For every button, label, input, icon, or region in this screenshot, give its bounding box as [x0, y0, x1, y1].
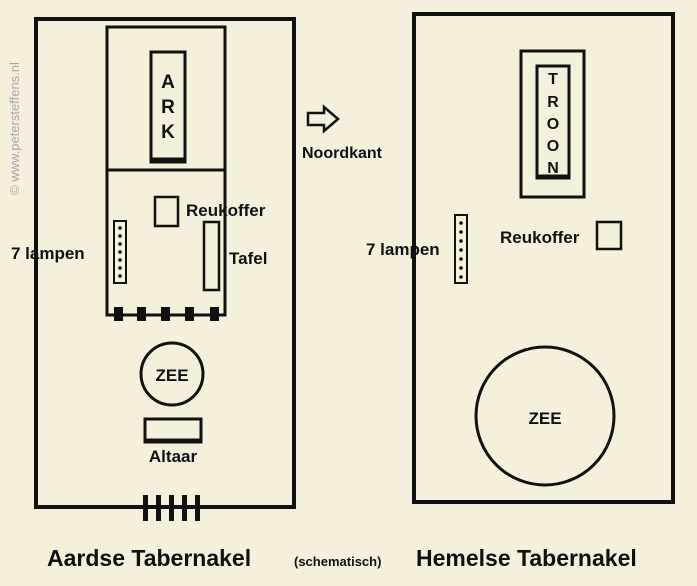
- earthly-lampstand: [113, 220, 127, 284]
- gate-post: [143, 495, 148, 521]
- lamp-dot: [459, 275, 463, 279]
- earthly-lamps-label: 7 lampen: [11, 244, 85, 263]
- lamp-dot: [118, 274, 122, 278]
- pillar: [185, 307, 194, 321]
- heavenly-sea-label: ZEE: [528, 409, 561, 428]
- heavenly-lamps: [459, 221, 463, 279]
- lamp-dot: [118, 234, 122, 238]
- north-label: Noordkant: [302, 145, 383, 162]
- lamp-dot: [118, 266, 122, 270]
- heavenly-sea: [474, 345, 616, 487]
- throne-letter: O: [547, 138, 559, 155]
- caption-earthly: Aardse Tabernakel: [47, 545, 251, 571]
- lamp-dot: [118, 242, 122, 246]
- lamp-dot: [118, 258, 122, 262]
- heavenly-tabernacle: T R O O N Reukoffer 7 lampen ZEE: [366, 12, 675, 504]
- earthly-outer-wall: [34, 17, 296, 509]
- arrow-right-icon: [306, 104, 340, 134]
- throne-letter: R: [547, 94, 559, 111]
- heavenly-outer-wall: [412, 12, 675, 504]
- heavenly-lampstand: [454, 214, 468, 284]
- ark-box: [149, 50, 187, 164]
- throne-letter: O: [547, 116, 559, 133]
- lamp-dot: [459, 257, 463, 261]
- throne-frame: [519, 49, 586, 199]
- pillar: [210, 307, 219, 321]
- ark-letter: K: [161, 122, 175, 143]
- lamp-dot: [118, 250, 122, 254]
- heavenly-lamps-label: 7 lampen: [366, 240, 440, 259]
- watermark: © www.petersteffens.nl: [7, 62, 22, 195]
- caption-heavenly: Hemelse Tabernakel: [416, 545, 637, 571]
- lamp-dot: [118, 226, 122, 230]
- pillar: [161, 307, 170, 321]
- pillar: [114, 307, 123, 321]
- holy-place-pillars: [114, 307, 219, 321]
- table-label: Tafel: [229, 249, 267, 268]
- gate-post: [156, 495, 161, 521]
- throne-letter: N: [547, 160, 559, 177]
- altar-label: Altaar: [149, 447, 198, 466]
- gate-post: [182, 495, 187, 521]
- caption-schematic: (schematisch): [294, 554, 381, 569]
- lamp-dot: [459, 266, 463, 270]
- earthly-sea: [139, 341, 205, 407]
- earthly-incense-label: Reukoffer: [186, 201, 266, 220]
- courtyard-gate: [143, 495, 200, 521]
- holy-place: [105, 168, 227, 317]
- throne-box: [535, 64, 571, 180]
- gate-post: [169, 495, 174, 521]
- earthly-lamps: [118, 226, 122, 278]
- pillar: [137, 307, 146, 321]
- ark-letter: A: [161, 72, 175, 93]
- burnt-offering-altar: [143, 417, 203, 444]
- lamp-dot: [459, 248, 463, 252]
- ark-letter: R: [161, 97, 175, 118]
- lamp-dot: [459, 221, 463, 225]
- throne-letter: T: [548, 71, 558, 88]
- heavenly-incense-altar: [595, 220, 623, 251]
- north-indicator: Noordkant: [302, 104, 383, 162]
- heavenly-incense-label: Reukoffer: [500, 228, 580, 247]
- gate-post: [195, 495, 200, 521]
- earthly-sea-label: ZEE: [155, 366, 188, 385]
- showbread-table: [202, 220, 221, 292]
- earthly-incense-altar: [153, 195, 180, 228]
- lamp-dot: [459, 239, 463, 243]
- lamp-dot: [459, 230, 463, 234]
- earthly-tabernacle: A R K Reukoffer Tafel 7 lampen: [11, 17, 296, 521]
